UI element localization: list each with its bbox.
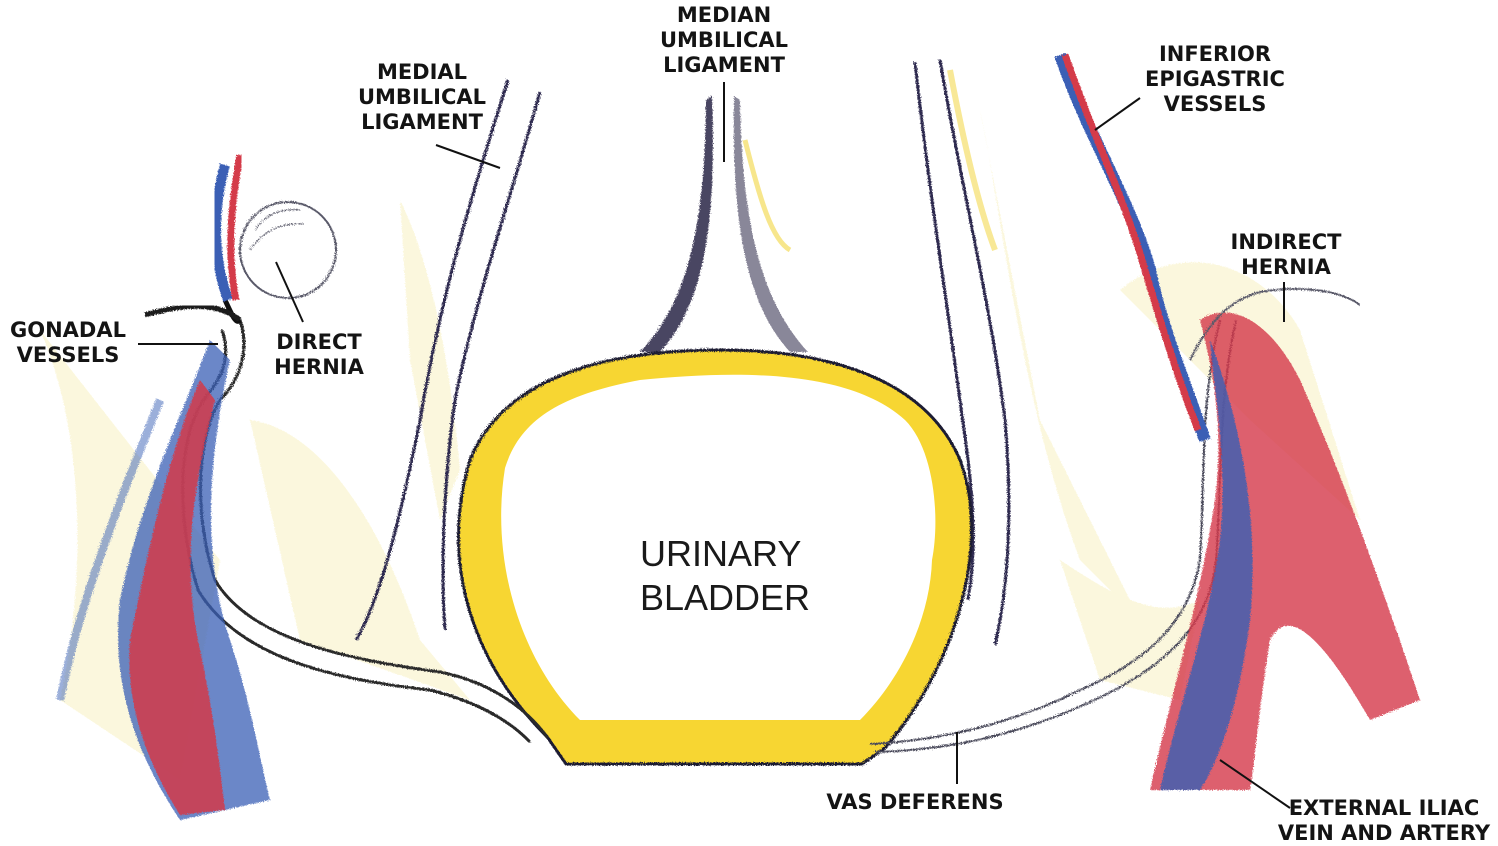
label-line: INFERIOR	[1140, 42, 1290, 67]
label-line: VESSELS	[2, 343, 134, 368]
label-line: INDIRECT	[1226, 230, 1346, 255]
direct-hernia-label: DIRECT HERNIA	[266, 330, 372, 380]
gonadal-vessels-label: GONADAL VESSELS	[2, 318, 134, 368]
label-line: LIGAMENT	[354, 110, 490, 135]
inferior-epigastric-vessels-label: INFERIOR EPIGASTRIC VESSELS	[1140, 42, 1290, 117]
median-umbilical-ligament-label: MEDIAN UMBILICAL LIGAMENT	[656, 3, 792, 78]
direct-hernia-leader	[276, 262, 303, 322]
label-line: HERNIA	[1226, 255, 1346, 280]
vas-deferens-label: VAS DEFERENS	[820, 790, 1010, 815]
label-line: VESSELS	[1140, 92, 1290, 117]
medial-umbilical-leader	[436, 145, 500, 168]
direct-hernia-shape	[240, 202, 336, 298]
label-line: BLADDER	[640, 576, 810, 620]
label-line: GONADAL	[2, 318, 134, 343]
label-line: LIGAMENT	[656, 53, 792, 78]
inferior-epigastric-leader	[1095, 98, 1140, 130]
urinary-bladder-label: URINARY BLADDER	[640, 532, 810, 620]
indirect-hernia-label: INDIRECT HERNIA	[1226, 230, 1346, 280]
label-line: EXTERNAL ILIAC	[1276, 796, 1492, 821]
medial-umbilical-ligament-label: MEDIAL UMBILICAL LIGAMENT	[354, 60, 490, 135]
label-line: VEIN AND ARTERY	[1276, 821, 1492, 846]
label-line: DIRECT	[266, 330, 372, 355]
label-line: MEDIAN	[656, 3, 792, 28]
label-line: UMBILICAL	[354, 85, 490, 110]
gonadal-vessels-shape	[216, 155, 240, 300]
external-iliac-label: EXTERNAL ILIAC VEIN AND ARTERY	[1276, 796, 1492, 846]
label-line: HERNIA	[266, 355, 372, 380]
label-line: MEDIAL	[354, 60, 490, 85]
label-line: VAS DEFERENS	[820, 790, 1010, 815]
label-line: URINARY	[640, 532, 810, 576]
label-line: UMBILICAL	[656, 28, 792, 53]
label-line: EPIGASTRIC	[1140, 67, 1290, 92]
